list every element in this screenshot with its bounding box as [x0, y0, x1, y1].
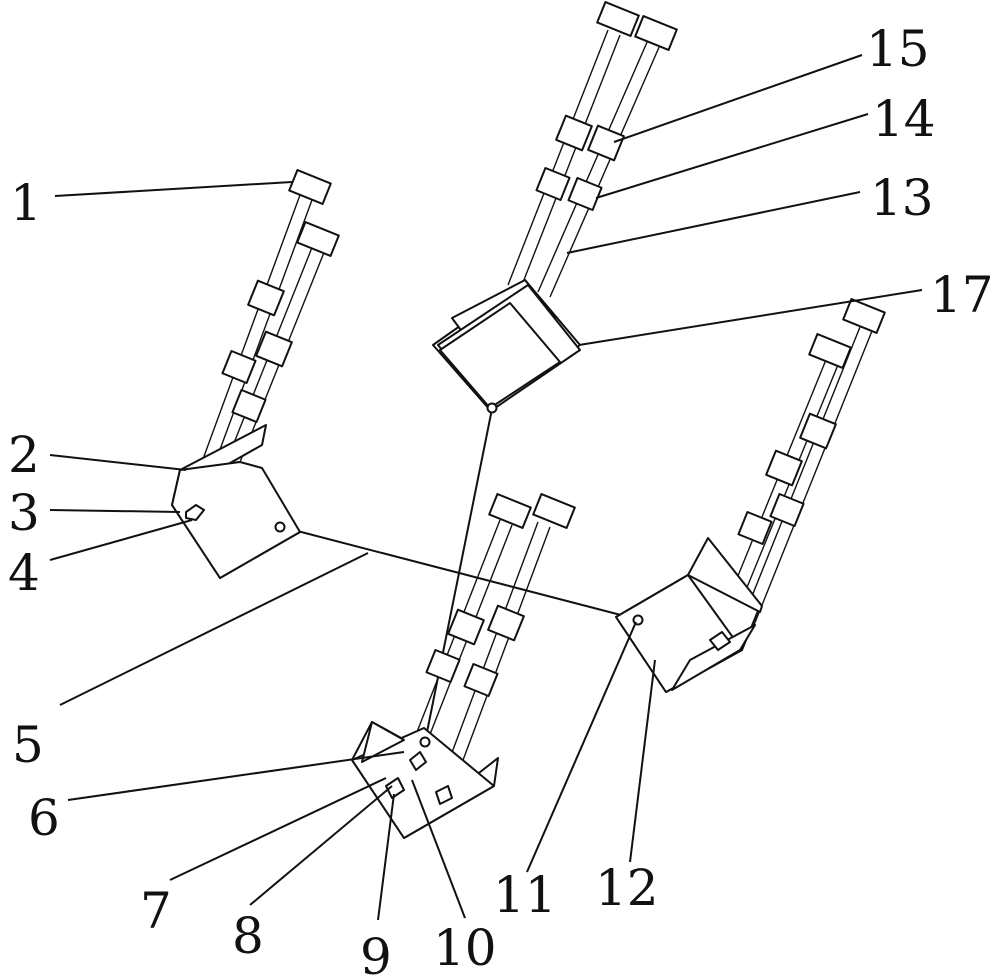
label-3: 3: [8, 484, 40, 542]
label-13: 13: [870, 169, 934, 227]
leader-17: [578, 289, 923, 346]
label-2: 2: [8, 426, 40, 484]
leader-9: [377, 793, 395, 921]
label-5: 5: [12, 716, 44, 774]
leader-6: [67, 751, 405, 801]
top-assembly: [432, 1, 678, 414]
label-1: 1: [10, 174, 42, 232]
leader-4: [49, 519, 193, 561]
left-box: [171, 424, 301, 579]
label-9: 9: [360, 928, 392, 980]
right-telescopic-arm-b: [739, 298, 886, 631]
label-10: 10: [433, 919, 497, 977]
part-labels: 1 2 3 4 5 6 7 8 9 10 11 12 13 14 15 17: [8, 20, 994, 980]
cable-top-to-bottom: [424, 408, 493, 743]
label-17: 17: [930, 266, 994, 324]
leader-12: [629, 659, 656, 863]
cable-left-to-right: [281, 526, 641, 621]
label-12: 12: [595, 859, 659, 917]
leader-11: [526, 621, 637, 873]
leader-5: [59, 552, 369, 706]
leader-15: [613, 54, 863, 143]
right-assembly: [615, 298, 886, 693]
top-telescopic-arm-a: [507, 1, 640, 291]
bottom-assembly: [351, 493, 576, 839]
leader-14: [595, 113, 869, 199]
top-telescopic-arm-b: [537, 15, 678, 298]
left-telescopic-arm-a: [195, 169, 332, 483]
leader-lines: [49, 54, 923, 921]
label-7: 7: [140, 882, 172, 940]
leader-13: [566, 191, 861, 254]
right-telescopic-arm-a: [719, 333, 852, 625]
left-assembly: [171, 169, 340, 579]
label-14: 14: [872, 90, 936, 148]
label-11: 11: [493, 866, 557, 924]
bottom-box: [351, 721, 499, 839]
leader-7: [169, 777, 387, 881]
top-box: [432, 279, 581, 414]
label-8: 8: [232, 907, 264, 965]
leader-2: [49, 454, 187, 471]
leader-8: [249, 785, 393, 906]
leader-1: [54, 181, 293, 197]
label-15: 15: [866, 20, 930, 78]
label-4: 4: [8, 544, 40, 602]
right-box: [615, 537, 763, 693]
bottom-telescopic-arm-a: [405, 493, 532, 766]
connecting-cables: [281, 408, 641, 743]
leader-10: [411, 779, 466, 919]
label-6: 6: [28, 789, 60, 847]
leader-3: [49, 509, 181, 513]
bottom-telescopic-arm-b: [437, 493, 576, 796]
